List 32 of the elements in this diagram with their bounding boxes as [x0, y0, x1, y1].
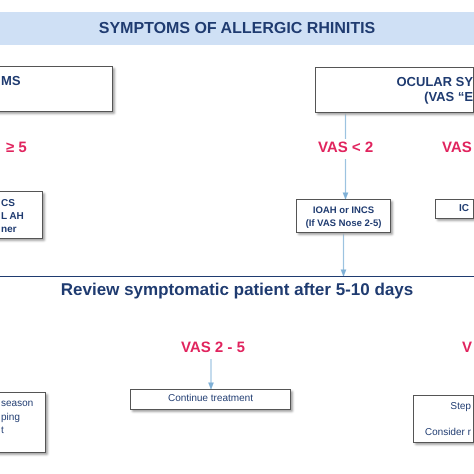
outcome-box	[0, 392, 46, 453]
node-text: CS	[1, 197, 16, 210]
arrow	[342, 159, 348, 200]
node-text: (If VAS Nose 2-5)	[304, 217, 382, 230]
condition-text: ≥ 5	[6, 139, 27, 156]
node-text: L AH	[1, 210, 25, 223]
condition-text: VAS	[442, 139, 472, 156]
node-text: t	[1, 424, 5, 438]
outcome-box	[130, 389, 291, 410]
node-text: Continue treatment	[166, 393, 254, 404]
condition-text: V	[462, 339, 472, 356]
node-text: IC	[458, 203, 469, 214]
treatment-box	[435, 199, 474, 219]
title-banner: SYMPTOMS OF ALLERGIC RHINITIS	[0, 12, 474, 45]
node-text: ping	[1, 410, 21, 424]
connector-line	[344, 113, 346, 139]
outcome-box	[413, 395, 474, 443]
process-box	[315, 67, 474, 113]
node-text: IOAH or INCS	[312, 204, 376, 217]
node-text: season	[1, 397, 34, 410]
node-text: ner	[1, 223, 18, 236]
node-text: Step	[449, 400, 471, 413]
treatment-box	[0, 191, 43, 239]
node-text: OCULAR SY (VAS “E	[395, 74, 473, 104]
arrow	[208, 359, 214, 390]
treatment-box	[296, 199, 391, 233]
arrow	[340, 233, 346, 277]
process-box	[0, 66, 113, 112]
condition-text: VAS < 2	[318, 139, 373, 159]
node-text: Consider r	[424, 426, 471, 439]
node-text: Review symptomatic patient after 5-10 days	[60, 280, 414, 300]
node-text: MS	[1, 73, 22, 88]
